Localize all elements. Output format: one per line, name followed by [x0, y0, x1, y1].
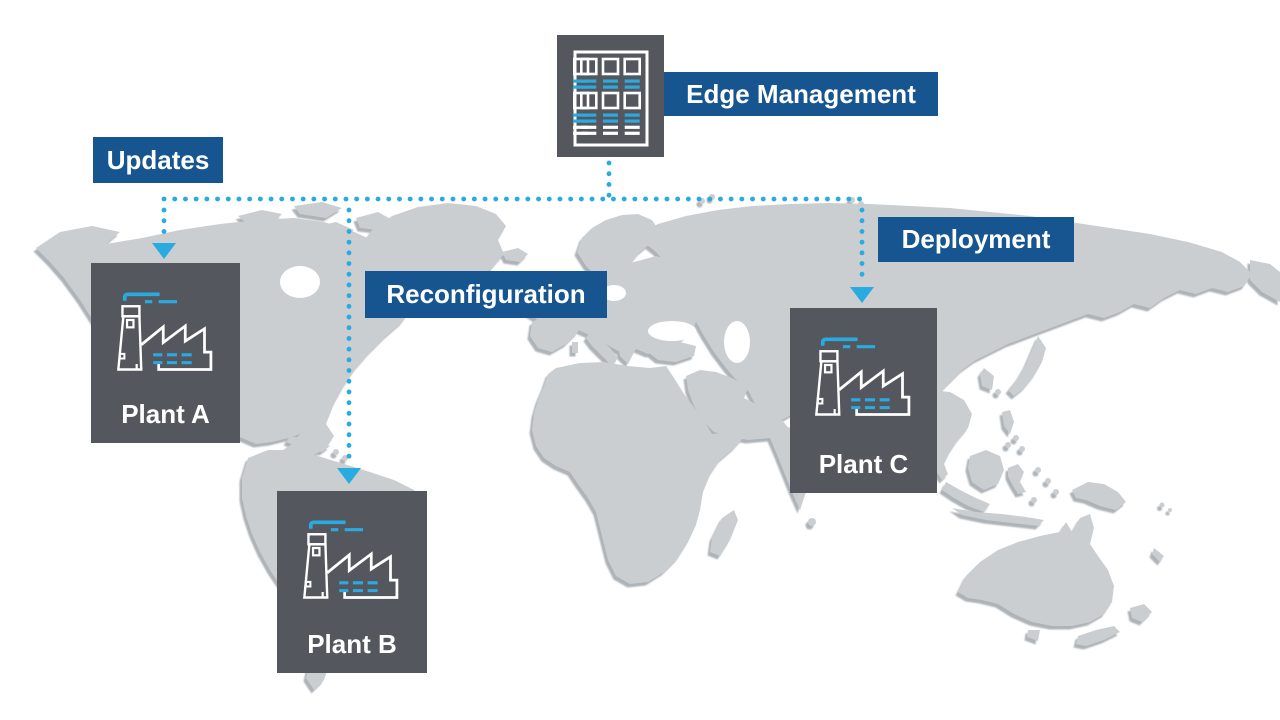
flow-label-updates: Updates [93, 137, 223, 183]
plant-c-box: Plant C [790, 308, 937, 493]
server-rack-icon [573, 50, 649, 147]
edge-management-label: Edge Management [664, 72, 938, 116]
flow-label-reconfiguration-text: Reconfiguration [386, 279, 586, 309]
flow-label-reconfiguration: Reconfiguration [365, 271, 607, 318]
factory-icon [302, 515, 403, 603]
flow-label-deployment-text: Deployment [901, 224, 1051, 254]
arrow-down-plant-a [152, 243, 176, 259]
edge-management-label-text: Edge Management [686, 78, 916, 109]
arrow-down-plant-c [850, 287, 874, 303]
factory-icon [115, 287, 216, 375]
factory-icon [813, 332, 914, 420]
plant-a-label: Plant A [121, 399, 210, 429]
flow-label-updates-text: Updates [106, 144, 210, 175]
plant-c-label: Plant C [818, 449, 909, 479]
edge-management-box [557, 35, 664, 157]
plant-b-label: Plant B [307, 629, 397, 659]
flow-label-deployment: Deployment [878, 217, 1074, 262]
plant-b-box: Plant B [277, 491, 427, 673]
plant-a-box: Plant A [91, 263, 240, 443]
arrow-down-plant-b [337, 468, 361, 484]
